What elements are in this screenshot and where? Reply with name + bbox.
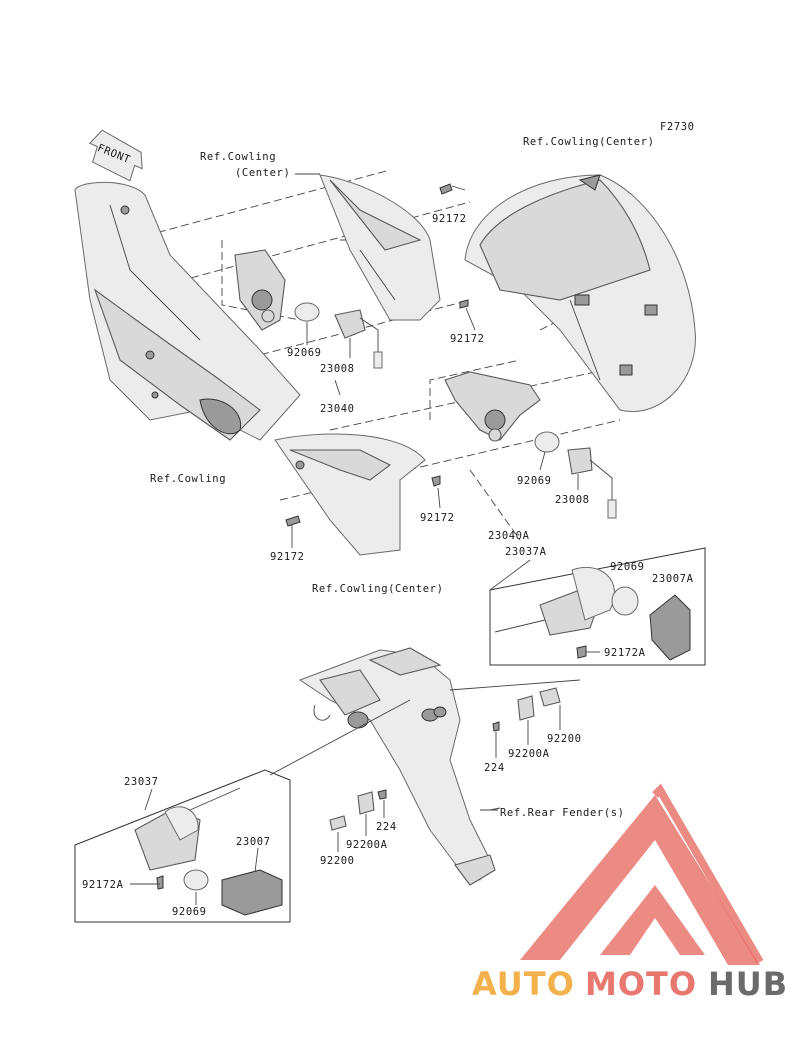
watermark-hub: HUB bbox=[708, 965, 788, 1003]
rear-fender-assembly bbox=[298, 647, 496, 886]
bulb-92069-icon bbox=[183, 869, 209, 891]
mounting-plates bbox=[329, 687, 561, 831]
figure-code: F2730 bbox=[660, 121, 695, 133]
socket-23008-icon bbox=[567, 447, 593, 475]
part-number-label: 23008 bbox=[320, 363, 355, 375]
watermark-auto: AUTO bbox=[472, 965, 575, 1003]
part-number-label: 92200 bbox=[547, 733, 582, 745]
part-number-label: 92172 bbox=[450, 333, 485, 345]
lens-23007A-icon bbox=[649, 594, 691, 661]
part-number-label: 23008 bbox=[555, 494, 590, 506]
turn-signal-bracket-right bbox=[444, 371, 617, 519]
turn-signal-assembly-23037-box bbox=[74, 769, 291, 923]
callout-ref-rear-fender: Ref.Rear Fender(s) bbox=[500, 807, 625, 819]
part-number-label: 23007 bbox=[236, 836, 271, 848]
callout-ref-cowling: Ref.Cowling bbox=[150, 473, 226, 485]
callout-ref-cowling-center-top-line2: (Center) bbox=[235, 167, 290, 179]
part-number-label: 92172A bbox=[82, 879, 124, 891]
callout-ref-cowling-center-top: Ref.Cowling bbox=[200, 151, 276, 163]
part-number-label: 92172 bbox=[432, 213, 467, 225]
part-number-label: 92172 bbox=[420, 512, 455, 524]
part-number-label: 23007A bbox=[652, 573, 694, 585]
automotohub-watermark: AUTO MOTO HUB bbox=[472, 783, 788, 1003]
socket-23008-icon bbox=[334, 309, 366, 339]
connector-lines bbox=[269, 559, 581, 811]
leader-lines bbox=[130, 173, 600, 905]
center-cowling-top-panel bbox=[319, 174, 441, 321]
right-cowling-center-panel bbox=[464, 174, 696, 412]
watermark-moto: MOTO bbox=[585, 965, 697, 1003]
bulb-92069-icon bbox=[294, 302, 320, 322]
part-number-label: 23040A bbox=[488, 530, 530, 542]
turn-signal-bracket-left bbox=[234, 249, 383, 369]
part-number-label: 23037A bbox=[505, 546, 547, 558]
part-number-label: 224 bbox=[376, 821, 397, 833]
watermark-logo-triangle bbox=[520, 795, 760, 965]
part-number-label: 92069 bbox=[172, 906, 207, 918]
callout-ref-cowling-center-bottom: Ref.Cowling(Center) bbox=[312, 583, 444, 595]
labels: F2730 Ref.Cowling (Center) Ref.Cowling(C… bbox=[82, 121, 695, 918]
part-number-label: 92200A bbox=[346, 839, 388, 851]
part-number-label: 92200A bbox=[508, 748, 550, 760]
part-number-label: 23037 bbox=[124, 776, 159, 788]
part-number-label: 92069 bbox=[287, 347, 322, 359]
screws bbox=[285, 183, 500, 800]
part-number-label: 224 bbox=[484, 762, 505, 774]
center-cowling-bottom-panel bbox=[274, 433, 426, 556]
part-number-label: 92172A bbox=[604, 647, 646, 659]
bulb-92069-icon bbox=[611, 586, 639, 616]
part-number-label: 23040 bbox=[320, 403, 355, 415]
part-number-label: 92069 bbox=[517, 475, 552, 487]
callout-ref-cowling-center-right: Ref.Cowling(Center) bbox=[523, 136, 655, 148]
bulb-92069-icon bbox=[534, 431, 560, 453]
part-number-label: 92200 bbox=[320, 855, 355, 867]
left-cowling-panel bbox=[74, 181, 301, 441]
front-direction-arrow: FRONT bbox=[88, 129, 143, 182]
part-number-label: 92069 bbox=[610, 561, 645, 573]
part-number-label: 92172 bbox=[270, 551, 305, 563]
turn-signal-assembly-23037A-box bbox=[489, 547, 706, 666]
lens-23007-icon bbox=[221, 869, 283, 916]
